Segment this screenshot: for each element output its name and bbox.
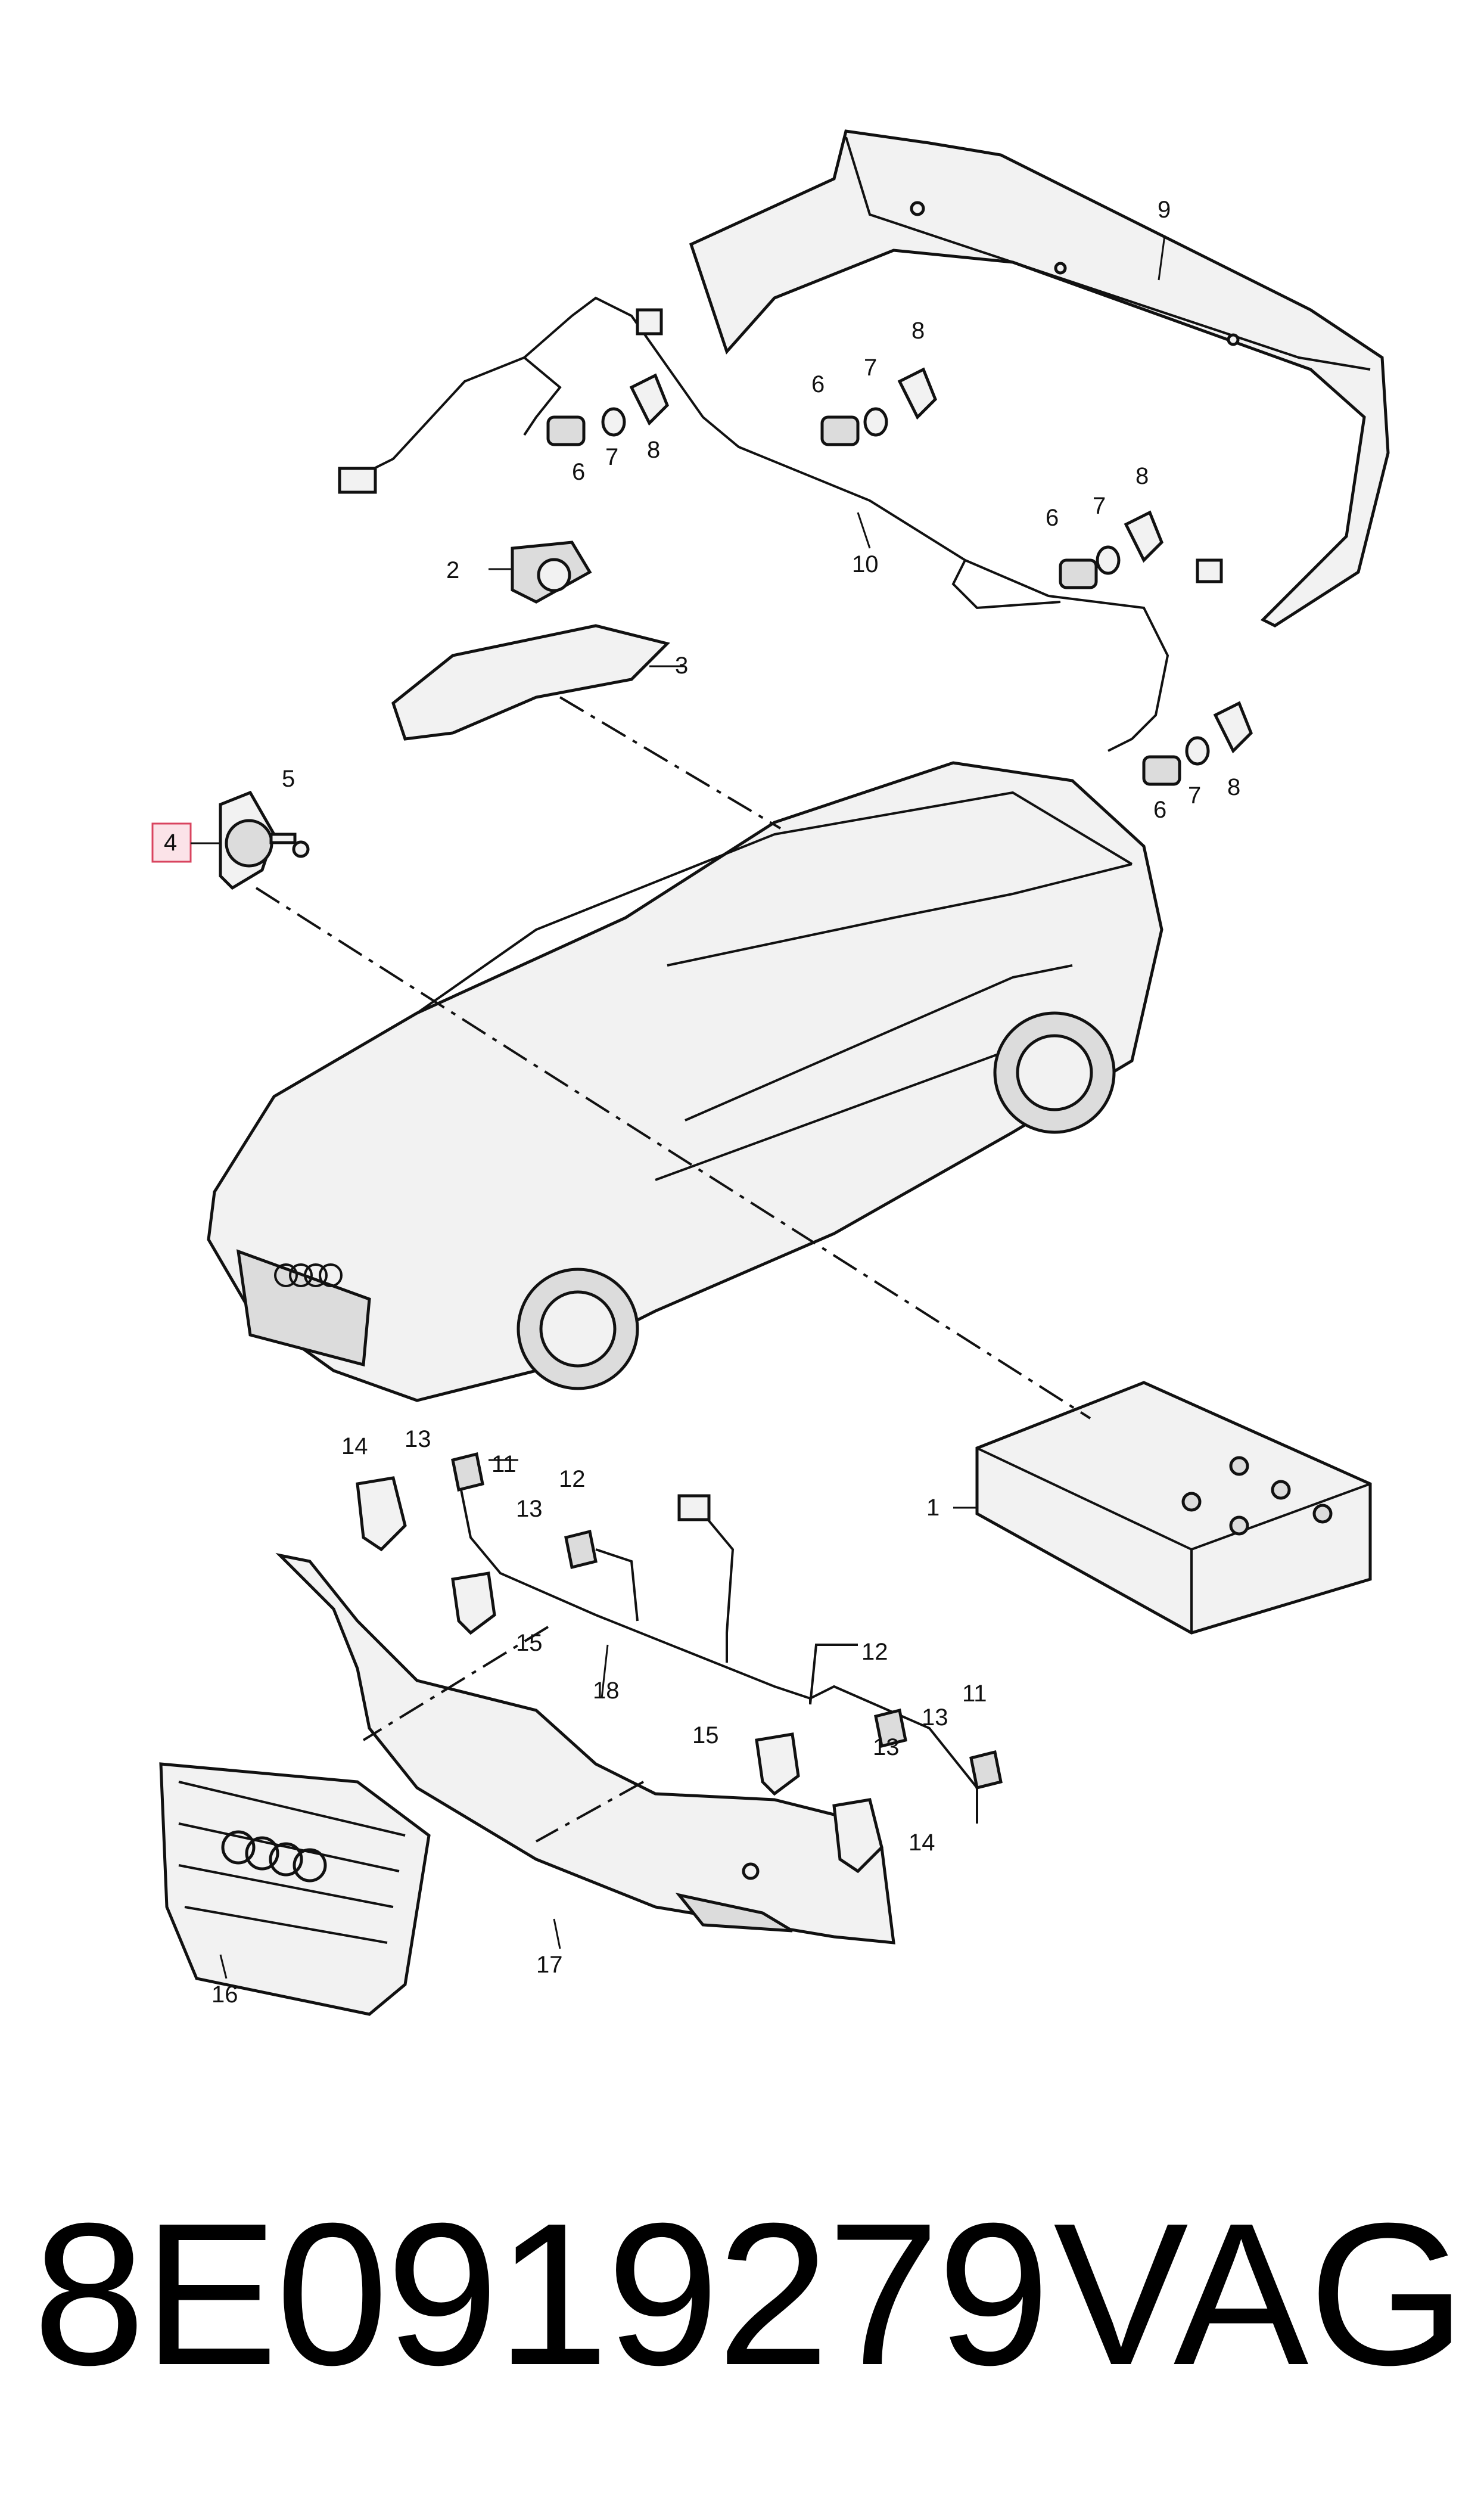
highlight-box	[151, 822, 192, 863]
callout-14: 14	[341, 1433, 368, 1459]
speaker-part-4	[219, 790, 310, 890]
callout-11: 11	[962, 1681, 987, 1707]
callout-7: 7	[1093, 493, 1106, 519]
callout-11: 11	[491, 1451, 517, 1477]
leader-lines	[191, 235, 1166, 1979]
callout-8: 8	[647, 437, 660, 463]
control-module-part-1	[975, 1381, 1372, 1635]
callout-6: 6	[811, 371, 825, 397]
callout-17: 17	[536, 1952, 563, 1978]
callout-13: 13	[516, 1496, 543, 1522]
callout-7: 7	[864, 355, 877, 381]
reference-lines	[255, 696, 1091, 1843]
audi-rings-logo	[274, 1263, 343, 1287]
callout-13: 13	[405, 1426, 431, 1452]
callout-12: 12	[559, 1466, 586, 1492]
callout-9: 9	[1158, 197, 1171, 223]
callout-6: 6	[1046, 505, 1059, 531]
parts-diagram: 9 8 7 6 6 7 8 10 6 7 8 2 3 5 4 6 7 8 1 1…	[151, 129, 1390, 2016]
rear-bumper	[689, 129, 1390, 628]
callout-14: 14	[909, 1830, 935, 1856]
callout-13: 13	[873, 1734, 900, 1760]
callout-13: 13	[922, 1704, 948, 1731]
callout-8: 8	[1135, 463, 1149, 489]
control-unit-and-bracket	[391, 541, 670, 741]
callout-2: 2	[446, 557, 459, 583]
car-body	[207, 761, 1163, 1402]
callout-6: 6	[1153, 797, 1166, 823]
rear-sensor-group	[546, 367, 1253, 786]
callout-5: 5	[282, 766, 295, 792]
part-number: 8E0919279	[33, 2181, 1050, 2408]
footer: 8E0919279 VAG	[0, 2193, 1484, 2443]
callout-15: 15	[516, 1630, 543, 1656]
callout-4: 4	[164, 830, 177, 856]
callout-15: 15	[692, 1722, 719, 1748]
callout-1: 1	[926, 1495, 939, 1521]
callout-6: 6	[572, 459, 585, 485]
callout-10: 10	[852, 551, 879, 577]
front-grille	[159, 1762, 431, 2016]
callout-7: 7	[1188, 782, 1201, 809]
callout-7: 7	[605, 444, 618, 470]
callout-8: 8	[1227, 774, 1240, 800]
front-wiring-harness	[356, 1452, 1003, 1874]
rear-wiring-harness	[338, 296, 1223, 752]
brand-label: VAG	[1053, 2181, 1466, 2408]
callout-18: 18	[593, 1678, 620, 1704]
callout-labels: 9 8 7 6 6 7 8 10 6 7 8 2 3 5 4 6 7 8 1 1…	[164, 197, 1240, 2008]
callout-3: 3	[675, 653, 688, 679]
callout-12: 12	[861, 1639, 888, 1665]
callout-8: 8	[911, 318, 925, 344]
callout-16: 16	[211, 1981, 238, 2008]
